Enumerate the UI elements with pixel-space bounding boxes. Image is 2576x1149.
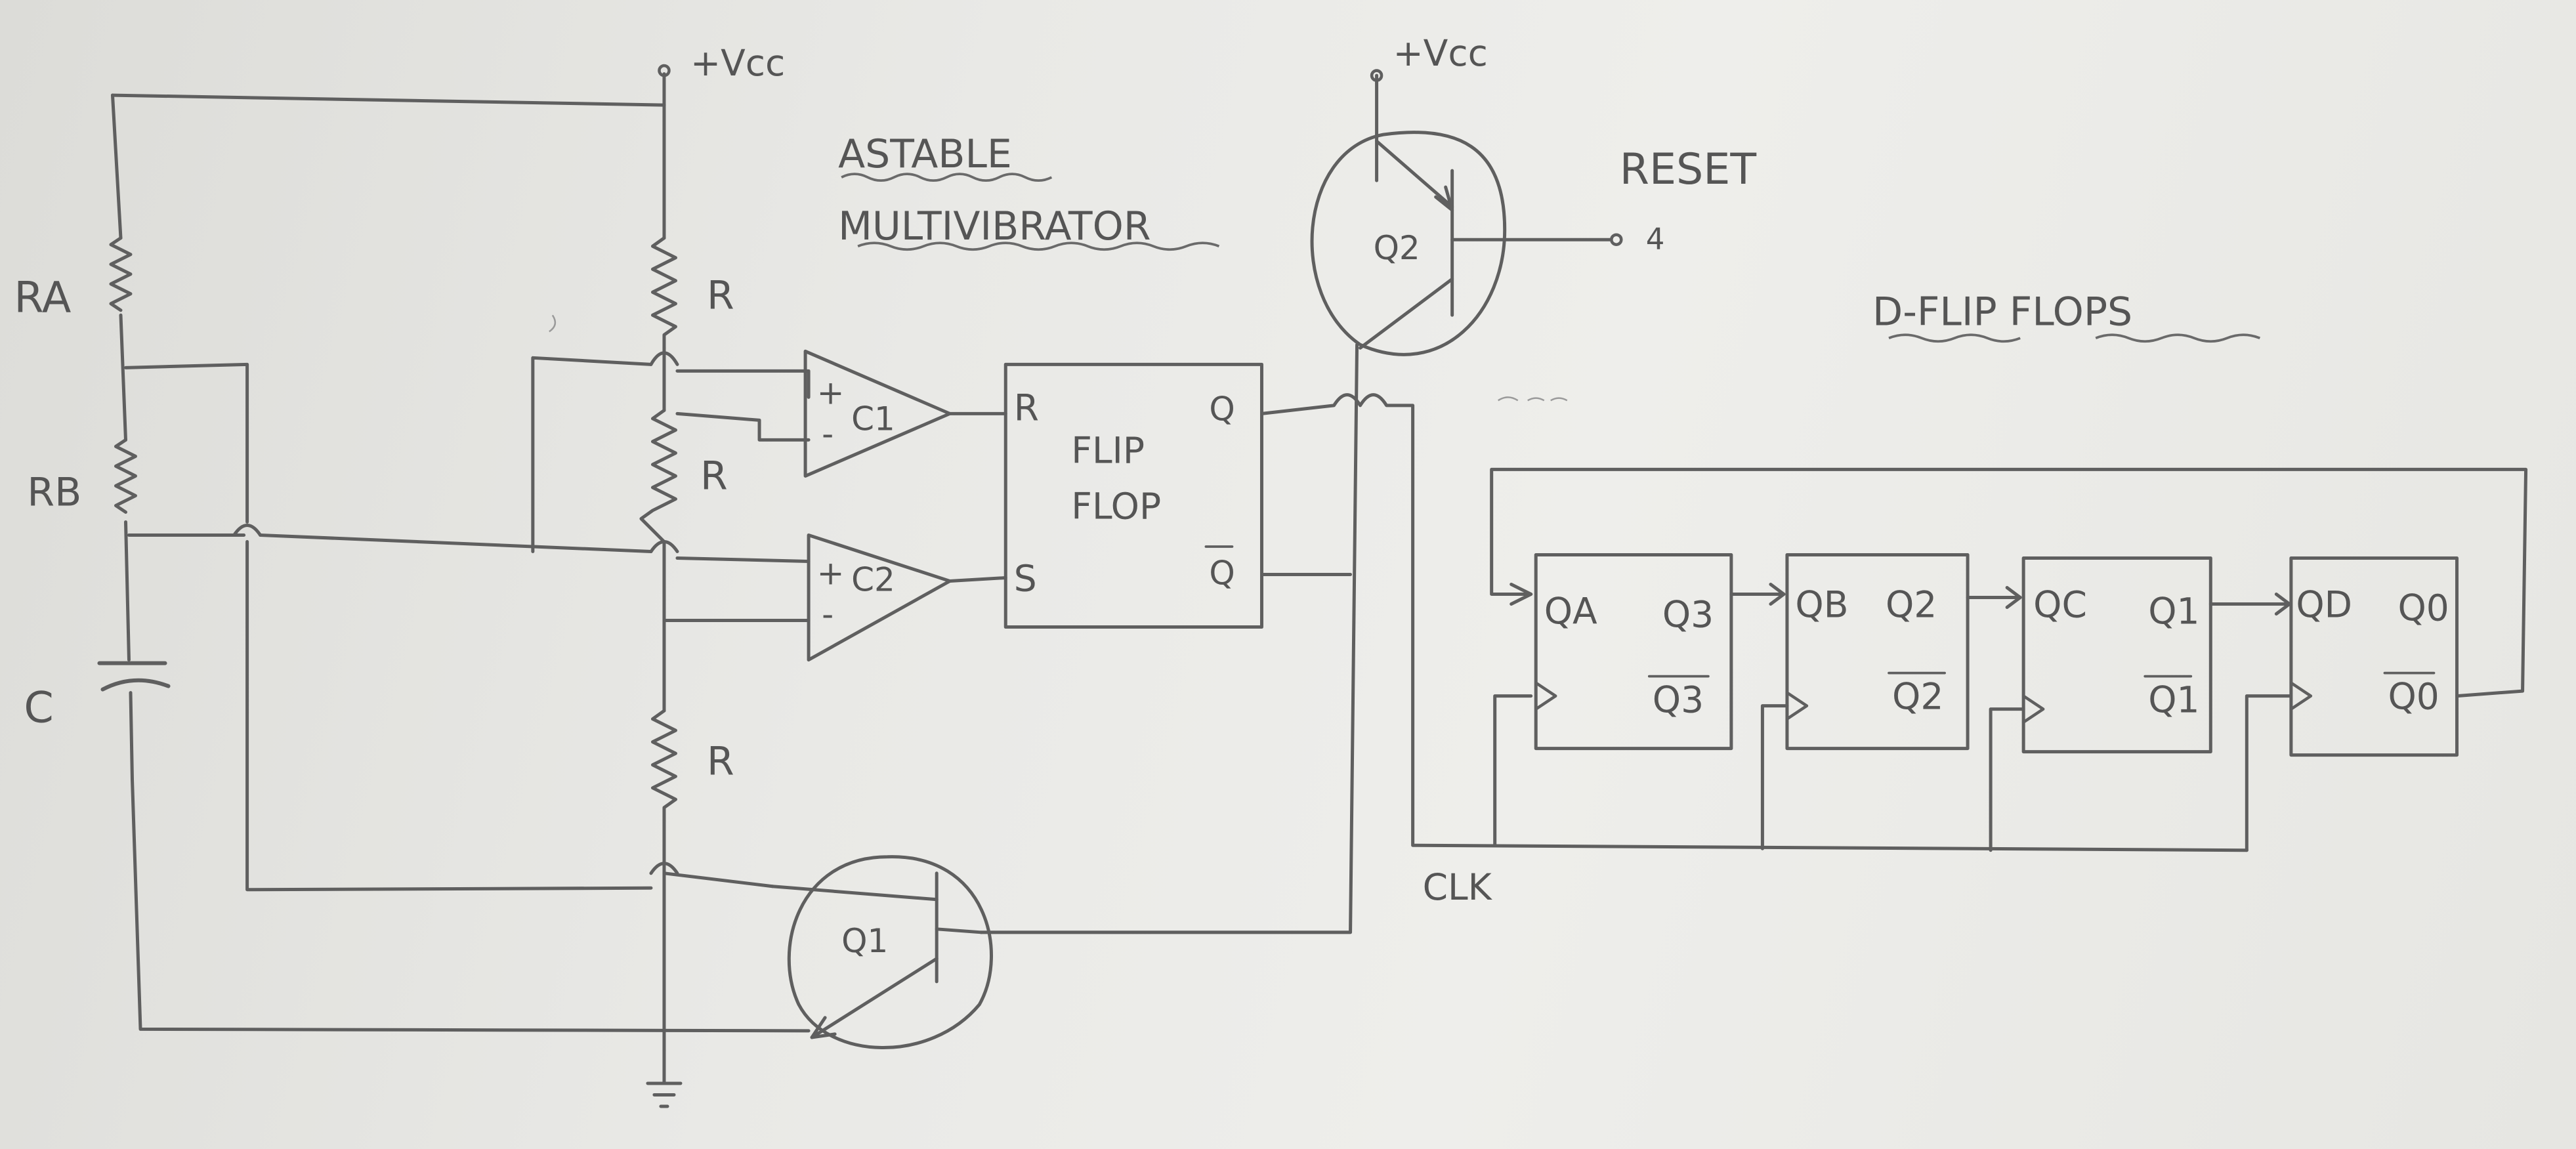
astable-title-line1: ASTABLE (838, 131, 1012, 177)
dff-d-qbar: Q0 (2388, 676, 2439, 718)
dff-b-input: QB (1795, 584, 1848, 626)
c2-label: C2 (851, 561, 895, 599)
vcc-label-2: +Vcc (1393, 32, 1488, 74)
text-labels: +Vcc +Vcc ASTABLE MULTIVIBRATOR RESET 4 … (14, 32, 2449, 960)
c2-plus: + (817, 554, 845, 593)
d-flip-flops-title: D-FLIP FLOPS (1872, 289, 2132, 335)
reset-terminal (1610, 233, 1623, 246)
reset-pin-label: 4 (1646, 222, 1665, 257)
ff-qbar-pin: Q (1209, 554, 1235, 593)
comparator-c2 (807, 533, 952, 662)
vcc-terminal-1 (658, 64, 671, 77)
c1-label: C1 (851, 400, 895, 438)
flip-flop-box (1003, 362, 1263, 629)
r2-label: R (700, 453, 728, 499)
dff-b-qbar: Q2 (1892, 676, 1943, 718)
ff-r-pin: R (1014, 386, 1039, 428)
dff-d-input: QD (2296, 584, 2352, 626)
q2-label: Q2 (1374, 229, 1420, 267)
vcc-terminal-2 (1370, 69, 1383, 82)
d-flip-flop-a (1534, 553, 1733, 751)
vcc-label-1: +Vcc (690, 42, 785, 84)
pencil-smudges (549, 314, 1568, 402)
dff-c-qbar: Q1 (2148, 679, 2199, 721)
dff-c-q: Q1 (2148, 591, 2199, 633)
dff-d-q: Q0 (2397, 587, 2449, 629)
capacitor-symbol (97, 661, 171, 692)
transistor-q1 (771, 855, 993, 1050)
dff-a-input: QA (1544, 591, 1597, 633)
ff-q-pin: Q (1209, 390, 1235, 428)
transistor-q2 (1310, 131, 1507, 356)
dff-a-qbar: Q3 (1653, 679, 1704, 721)
ff-s-pin: S (1014, 558, 1037, 600)
ff-label-line2: FLOP (1071, 485, 1161, 527)
resistor-rb (114, 438, 137, 514)
vcc-top-rail (110, 93, 666, 107)
comparator-c1 (803, 349, 952, 478)
r3-label: R (707, 739, 734, 785)
d-flip-flop-b (1785, 553, 1970, 751)
r1-label: R (707, 272, 734, 318)
d-flip-flop-c (2021, 556, 2212, 754)
dff-c-input: QC (2033, 584, 2087, 626)
astable-title-line2: MULTIVIBRATOR (838, 203, 1151, 249)
rb-label: RB (27, 469, 81, 515)
c1-minus: - (822, 415, 834, 453)
c1-plus: + (817, 373, 845, 411)
dff-a-q: Q3 (1662, 594, 1714, 636)
clk-label: CLK (1423, 866, 1493, 908)
title-underlines (841, 173, 2261, 343)
resistor-r1 (650, 236, 677, 350)
resistor-ra (109, 236, 133, 312)
ra-label: RA (14, 273, 71, 322)
resistor-r2 (639, 408, 677, 543)
resistor-r3 (650, 709, 677, 823)
reset-label: RESET (1620, 145, 1757, 194)
clock-triangles (1534, 681, 2313, 724)
c-label: C (24, 684, 53, 733)
q1-label: Q1 (841, 922, 888, 960)
c2-minus: - (822, 595, 834, 633)
wires (110, 72, 2528, 1108)
d-flip-flop-d (2289, 556, 2459, 757)
ff-label-line1: FLIP (1071, 429, 1145, 471)
dff-b-q: Q2 (1886, 584, 1937, 626)
